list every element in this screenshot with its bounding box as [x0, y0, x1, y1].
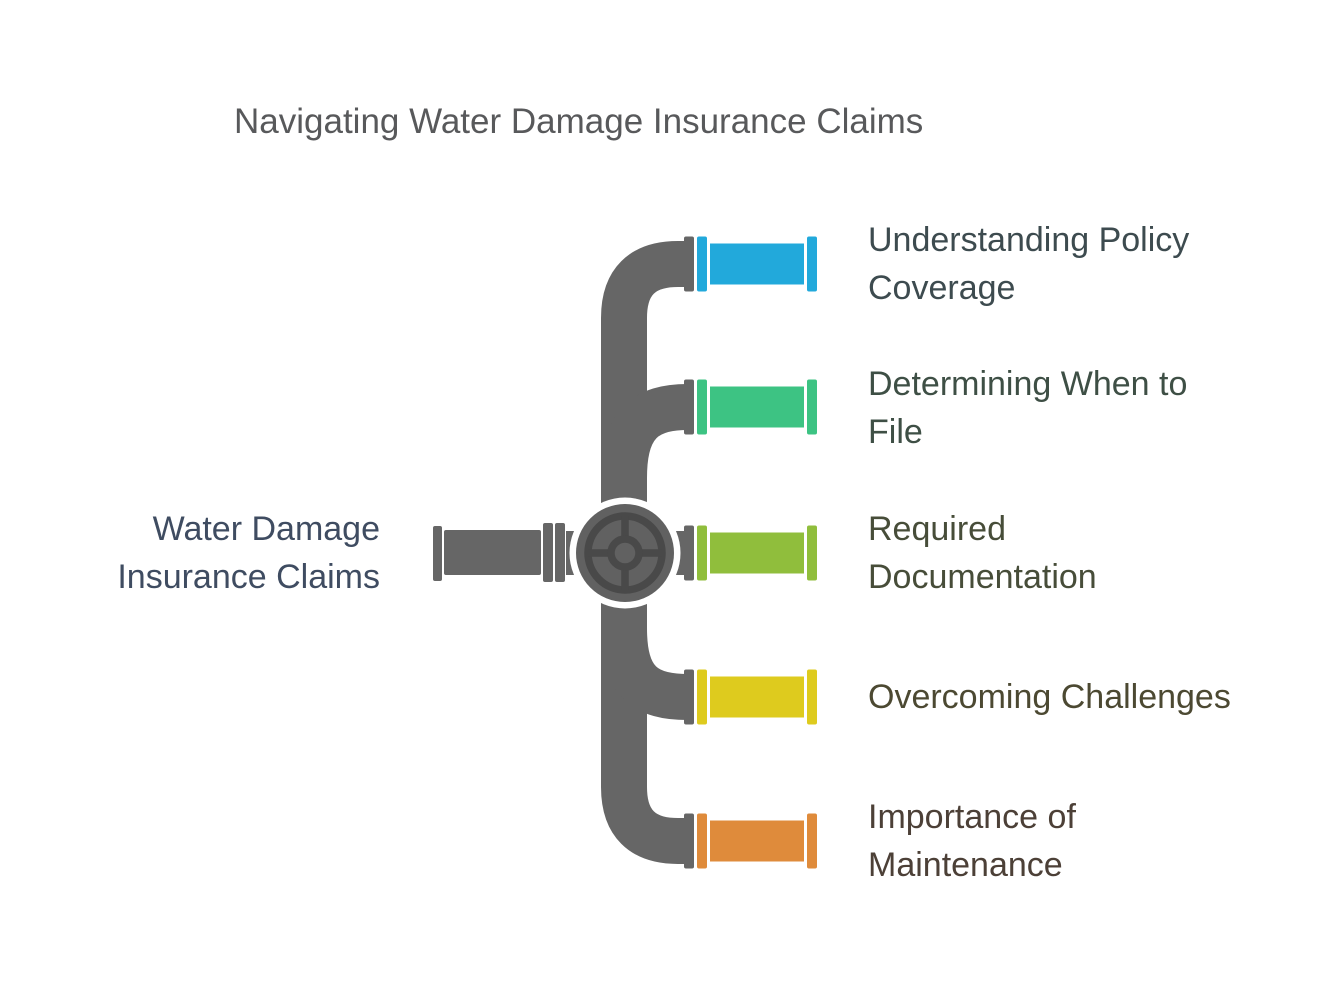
pipe-body [710, 820, 804, 862]
branch-pipe-1 [697, 236, 817, 292]
branch-label-determining-when-to-file: Determining When to File [868, 360, 1187, 456]
pipe-body [710, 243, 804, 285]
root-pipe-flange [433, 526, 442, 581]
root-node-label: Water Damage Insurance Claims [0, 505, 380, 601]
branch-label-line: File [868, 413, 923, 451]
branch-pipe-5 [697, 813, 817, 869]
branch-label-line: Overcoming Challenges [868, 678, 1231, 716]
pipe-end-ring [807, 236, 817, 292]
pipe-ring [697, 669, 707, 725]
pipe-body [710, 676, 804, 718]
branch-gray-flange [684, 236, 694, 292]
pipe-end-ring [807, 379, 817, 435]
branch-label-line: Determining When to [868, 365, 1188, 403]
branch-label-understanding-policy-coverage: Understanding Policy Coverage [868, 216, 1189, 312]
pipe-ring [697, 813, 707, 869]
branch-label-line: Maintenance [868, 846, 1063, 884]
branch-label-required-documentation: Required Documentation [868, 505, 1097, 601]
root-label-line: Insurance Claims [117, 558, 380, 596]
branch-label-line: Required [868, 510, 1006, 548]
valve-wheel-hub [607, 535, 643, 571]
root-label-line: Water Damage [152, 510, 380, 548]
branch-label-line: Importance of [868, 798, 1076, 836]
branch-label-line: Coverage [868, 269, 1016, 307]
branch-label-importance-of-maintenance: Importance of Maintenance [868, 793, 1076, 889]
valve-icon [569, 497, 681, 609]
branch-pipe-4 [697, 669, 817, 725]
pipe-body [710, 386, 804, 428]
pipe-ring [697, 236, 707, 292]
page-title: Navigating Water Damage Insurance Claims [234, 102, 924, 141]
root-pipe-body [444, 530, 541, 575]
branch-gray-flange [684, 813, 694, 869]
branch-gray-flange [684, 669, 694, 725]
pipe-body [710, 532, 804, 574]
pipe-end-ring [807, 669, 817, 725]
pipe-end-ring [807, 525, 817, 581]
pipe-end-ring [807, 813, 817, 869]
branch-pipe-3 [697, 525, 817, 581]
branch-pipe-2 [697, 379, 817, 435]
branch-gray-flange [684, 525, 694, 581]
pipe-ring [697, 525, 707, 581]
branch-label-overcoming-challenges: Overcoming Challenges [868, 673, 1231, 721]
branch-label-line: Understanding Policy [868, 221, 1190, 259]
root-pipe-ring [555, 523, 565, 582]
branch-label-line: Documentation [868, 558, 1097, 596]
valve-wheel-icon [584, 512, 666, 594]
branch-connector-4 [601, 627, 689, 720]
branch-gray-flange [684, 379, 694, 435]
branch-connector-2 [601, 384, 689, 479]
pipe-ring [697, 379, 707, 435]
root-pipe-ring [543, 523, 553, 582]
